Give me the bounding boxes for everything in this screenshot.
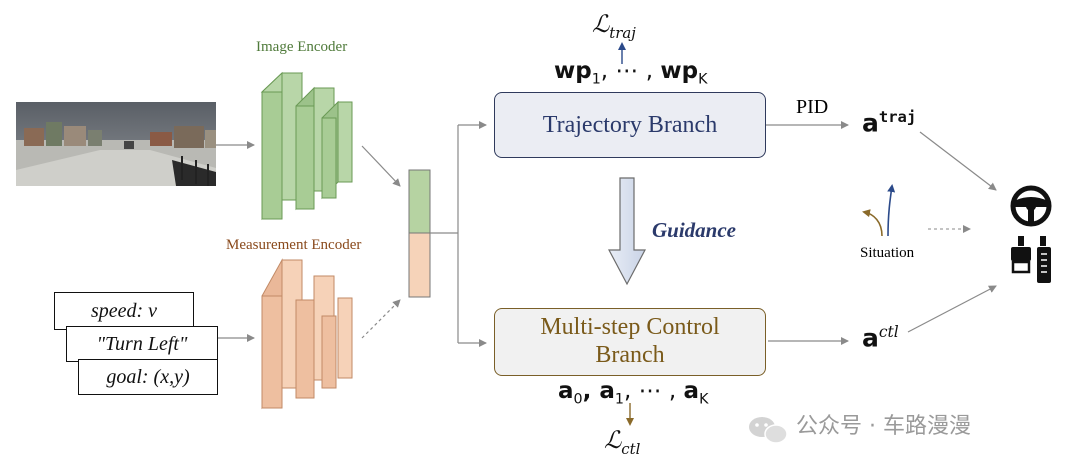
waypoint-symbol-first: wp	[554, 58, 592, 84]
image-feature-segment	[408, 169, 431, 234]
action-symbol-0: a	[558, 378, 574, 404]
camera-image	[16, 102, 216, 186]
measurement-note-command: "Turn Left"	[66, 326, 218, 362]
ctl-loss-subscript: ctl	[621, 439, 641, 458]
image-encoder-label: Image Encoder	[256, 39, 348, 55]
a-traj-superscript: traj	[878, 108, 917, 126]
a-traj-label: atraj	[862, 108, 917, 138]
action-symbol-1: a	[599, 378, 615, 404]
a-traj-symbol: a	[862, 108, 879, 138]
measurement-encoder-label: Measurement Encoder	[226, 237, 362, 253]
wechat-logo	[749, 417, 788, 444]
action-ellipsis: , ⋯ ,	[623, 378, 684, 404]
trajectory-branch-label: Trajectory Branch	[542, 111, 718, 138]
image-encoder-to-feature-arrow	[361, 145, 401, 187]
watermark-text: 公众号 · 车路漫漫	[796, 414, 971, 439]
trajectory-branch-box: Trajectory Branch	[494, 92, 766, 158]
measurement-encoder-blocks	[261, 258, 353, 410]
pedals-icon	[1011, 236, 1051, 283]
guidance-label: Guidance	[652, 218, 736, 242]
control-branch-label-line1: Multi-step Control	[540, 314, 720, 341]
control-branch-label-line2: Branch	[595, 342, 665, 368]
steering-wheel-icon	[1010, 185, 1052, 227]
ctl-loss-symbol: ℒ	[604, 426, 622, 454]
pid-label: PID	[796, 96, 829, 118]
a-ctl-to-vehicle-arrow	[907, 285, 997, 333]
waypoints-label: wp1, ⋯ , wpK	[554, 60, 707, 87]
action-subscript-k: K	[699, 391, 709, 408]
waypoint-symbol-last: wp	[660, 58, 699, 84]
waypoint-subscript-last: K	[698, 71, 708, 88]
traj-loss-subscript: traj	[609, 23, 636, 42]
guidance-arrow	[608, 177, 646, 286]
waypoint-ellipsis: , ⋯ ,	[600, 58, 661, 84]
measurement-feature-segment	[408, 232, 431, 298]
actions-label: a0, a1, ⋯ , aK	[558, 378, 709, 408]
ctl-loss-label: ℒctl	[604, 428, 640, 457]
traj-loss-label: ℒtraj	[592, 12, 636, 41]
a-ctl-symbol: a	[862, 323, 879, 353]
action-subscript-1: 1	[614, 391, 624, 408]
a-ctl-superscript: ctl	[878, 323, 899, 341]
measurement-goal-text: goal: (x,y)	[106, 365, 190, 388]
action-symbol-k: a	[683, 378, 700, 404]
a-traj-to-vehicle-arrow	[919, 131, 997, 191]
a-ctl-label: actl	[862, 323, 899, 353]
waypoint-subscript-first: 1	[591, 71, 601, 88]
control-branch-box: Multi-step Control Branch	[494, 308, 766, 376]
situation-label: Situation	[860, 245, 915, 261]
measurement-command-text: "Turn Left"	[96, 332, 188, 355]
action-subscript-0: 0	[573, 391, 583, 408]
measurement-encoder-to-feature-arrow	[361, 299, 401, 339]
measurement-note-goal: goal: (x,y)	[78, 359, 218, 395]
traj-loss-symbol: ℒ	[592, 10, 610, 38]
image-encoder-blocks	[260, 71, 353, 221]
situation-icon	[862, 184, 896, 237]
feature-split-arrows	[430, 121, 487, 347]
measurement-speed-text: speed: v	[90, 299, 158, 322]
measurement-note-speed: speed: v	[54, 292, 194, 330]
